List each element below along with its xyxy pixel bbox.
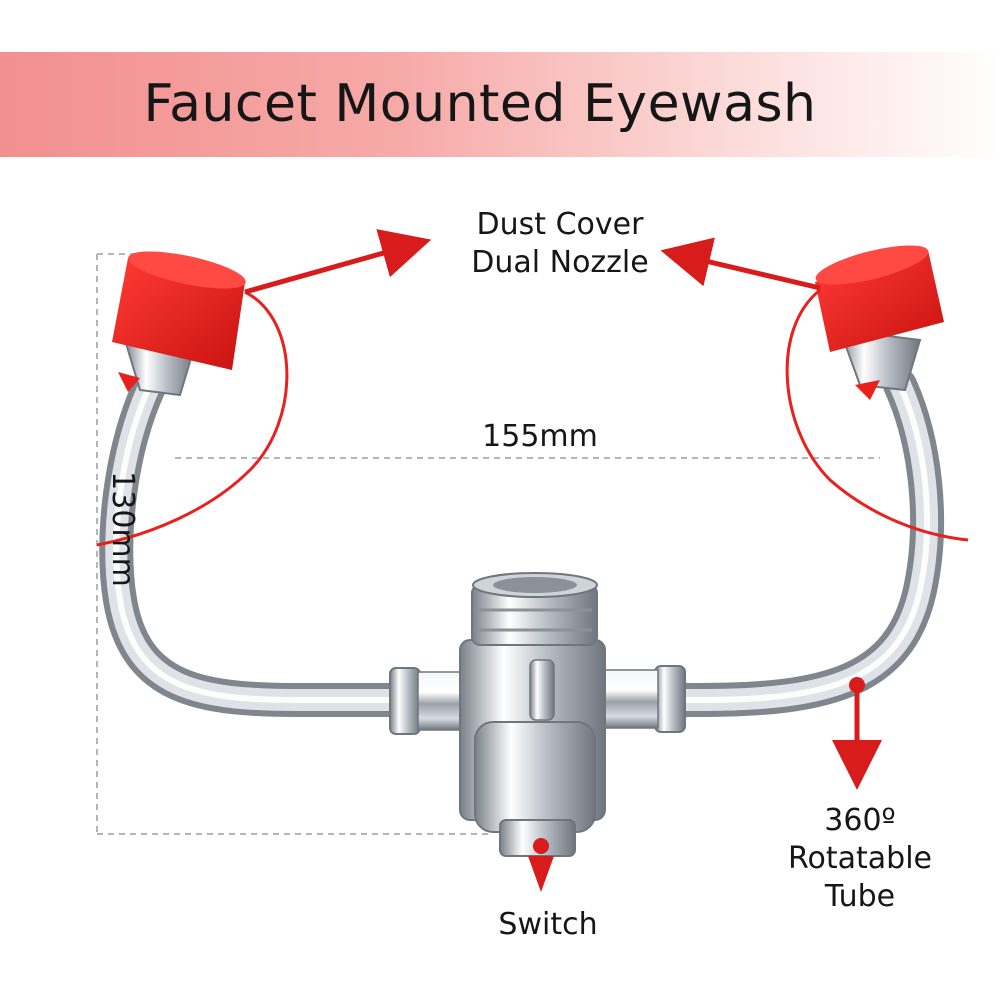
left-dust-cover — [112, 251, 246, 370]
dust-cover-arrow-right — [660, 237, 821, 291]
tube-marker-dot — [849, 677, 865, 693]
rotatable-tube-label-line3: Tube — [824, 879, 896, 914]
dust-cover-label-line1: Dust Cover — [476, 207, 644, 242]
title-banner — [0, 52, 1001, 157]
page-title: Faucet Mounted Eyewash — [143, 74, 817, 134]
right-nozzle — [838, 328, 922, 400]
valve-body — [389, 572, 686, 857]
dust-cover-arrow-left — [244, 229, 432, 295]
dust-cover-label-line2: Dual Nozzle — [471, 245, 649, 280]
switch-marker-dot — [533, 838, 549, 854]
rotatable-tube-label-line1: 360º — [824, 803, 896, 838]
height-dimension-label: 130mm — [105, 471, 140, 587]
left-tether-strap — [96, 290, 289, 547]
right-tether-strap — [785, 288, 969, 542]
width-dimension-label: 155mm — [482, 419, 598, 454]
dust-cover-label: Dust Cover Dual Nozzle — [430, 206, 690, 282]
rotatable-tube-label: 360º Rotatable Tube — [760, 802, 960, 916]
rotatable-tube-label-line2: Rotatable — [788, 841, 932, 876]
switch-arrow — [528, 856, 554, 892]
switch-label: Switch — [498, 907, 598, 942]
right-dust-cover — [815, 245, 944, 352]
